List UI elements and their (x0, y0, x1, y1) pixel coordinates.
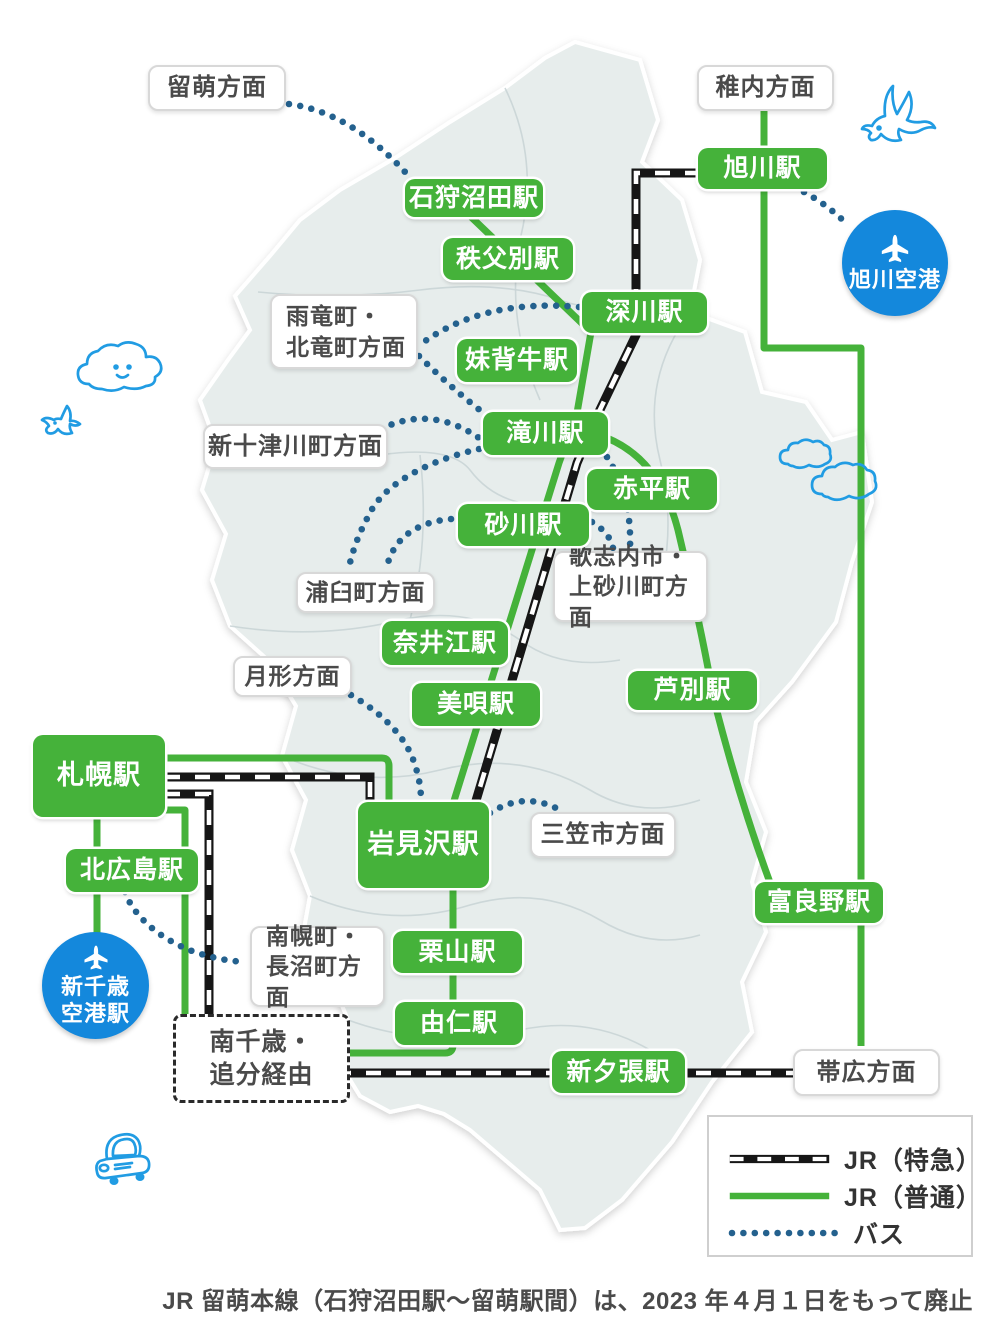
station-label: 北広島駅 (79, 856, 184, 884)
airport-label: 新千歳 空港駅 (60, 973, 130, 1026)
station-label: 美唄駅 (436, 690, 515, 718)
clouds-icon (778, 438, 878, 502)
direction-label: 三笠市方面 (540, 821, 666, 849)
bus-kitahiroshima-nanporo (121, 888, 251, 966)
station-label: 富良野駅 (766, 888, 871, 916)
direction-shintotsukawa: 新十津川町方面 (203, 424, 388, 469)
station-iwamizawa: 岩見沢駅 (358, 802, 489, 888)
jr-local-sapporo-iwamizawa (165, 754, 393, 804)
direction-label: 月形方面 (244, 663, 341, 690)
station-label: 滝川駅 (506, 419, 585, 447)
station-kitahiroshima: 北広島駅 (66, 849, 198, 892)
airport-label: 旭川空港 (848, 266, 941, 292)
bus-asahikawa-airport (800, 188, 853, 230)
station-label: 旭川駅 (723, 154, 802, 182)
express-line-sample-icon (729, 1154, 830, 1164)
station-furano: 富良野駅 (755, 882, 883, 923)
station-label: 深川駅 (605, 298, 684, 326)
legend-row-local: JR（普通） (727, 1178, 982, 1214)
airport-asahikawa: 旭川空港 (842, 210, 948, 316)
legend: JR（特急） JR（普通） バス (707, 1115, 982, 1257)
station-label: 新夕張駅 (566, 1057, 671, 1086)
direction-label: 歌志内市・ 上砂川町方面 (569, 542, 689, 630)
station-label: 奈井江駅 (392, 628, 497, 657)
bus-takikawa-urausu (345, 445, 483, 571)
jr-local-iwamizawa-kuriyama-yuni-oiwake (343, 886, 457, 1057)
station-ishikari-numata: 石狩沼田駅 (405, 179, 543, 217)
station-naie: 奈井江駅 (382, 621, 508, 665)
station-ashibetsu: 芦別駅 (628, 671, 757, 710)
station-kuriyama: 栗山駅 (393, 931, 522, 973)
station-shin-yubari: 新夕張駅 (552, 1051, 685, 1093)
bus-line-sample-icon (728, 1229, 841, 1237)
station-label: 秩父別駅 (455, 244, 560, 273)
station-chippubetsu: 秩父別駅 (443, 238, 573, 280)
car-icon (95, 1132, 151, 1185)
station-yuni: 由仁駅 (395, 1002, 523, 1045)
direction-tsukigata: 月形方面 (233, 656, 352, 697)
direction-wakkanai: 稚内方面 (697, 65, 834, 111)
direction-uryu-hokuryu: 雨竜町・ 北竜町方面 (270, 294, 418, 369)
direction-nanporo-naganuma: 南幌町・ 長沼町方面 (250, 923, 385, 1010)
legend-row-bus: バス (727, 1215, 905, 1251)
station-fukagawa: 深川駅 (582, 292, 707, 333)
bus-sunagawa-utashinai (588, 518, 617, 552)
bus-sunagawa-urausu (383, 515, 455, 570)
direction-mikasa: 三笠市方面 (530, 812, 676, 858)
bus-tsukigata-iwamizawa (347, 691, 425, 804)
route-note-label: 南千歳・ 追分経由 (209, 1027, 314, 1089)
airplane-icon (881, 234, 909, 262)
direction-label: 帯広方面 (816, 1058, 917, 1086)
bus-iwamizawa-mikasa (486, 797, 560, 817)
station-label: 妹背牛駅 (464, 346, 569, 374)
municipal-boundaries (215, 87, 701, 1051)
direction-label: 浦臼町方面 (305, 579, 426, 606)
legend-row-express: JR（特急） (727, 1141, 982, 1177)
bus-fukagawa-uryu (413, 302, 583, 351)
direction-urausu: 浦臼町方面 (296, 572, 435, 613)
small-bird-icon (40, 404, 82, 436)
station-sunagawa: 砂川駅 (458, 504, 589, 546)
direction-label: 新十津川町方面 (208, 432, 383, 460)
local-line-sample-icon (729, 1192, 830, 1200)
direction-label: 留萌方面 (167, 74, 267, 102)
cloud-face-icon (76, 341, 163, 392)
closure-note: JR 留萌本線（石狩沼田駅〜留萌駅間）は、2023 年４月１日をもって廃止 (162, 1288, 973, 1315)
direction-label: 雨竜町・ 北竜町方面 (286, 303, 406, 360)
station-sapporo: 札幌駅 (33, 735, 165, 817)
jr-local-sapporo-minamichitose (165, 806, 189, 1016)
station-akabira: 赤平駅 (587, 469, 717, 510)
station-label: 芦別駅 (653, 676, 732, 704)
direction-obihiro: 帯広方面 (793, 1049, 940, 1096)
bird-icon (860, 84, 937, 143)
station-asahikawa: 旭川駅 (698, 148, 827, 189)
station-takikawa: 滝川駅 (483, 412, 608, 455)
legend-local-label: JR（普通） (843, 1184, 982, 1212)
station-label: 岩見沢駅 (367, 829, 480, 860)
bus-uryu-takikawa (415, 352, 485, 415)
station-label: 石狩沼田駅 (408, 183, 539, 212)
station-label: 赤平駅 (612, 475, 691, 503)
route-note-via-minamichitose-oiwake: 南千歳・ 追分経由 (173, 1014, 350, 1103)
legend-bus-label: バス (853, 1221, 906, 1249)
jr-local-wakkanai-asahikawa-furano-obihiro (760, 107, 865, 1046)
airport-station-new-chitose: 新千歳 空港駅 (42, 932, 149, 1039)
direction-utashinai-kamisunagawa: 歌志内市・ 上砂川町方面 (553, 543, 708, 630)
station-label: 栗山駅 (418, 937, 497, 966)
legend-express-label: JR（特急） (843, 1147, 982, 1175)
station-label: 札幌駅 (57, 760, 141, 791)
airplane-icon (83, 945, 108, 970)
direction-label: 南幌町・ 長沼町方面 (266, 922, 362, 1010)
station-moseushi: 妹背牛駅 (457, 339, 577, 382)
direction-rumoi: 留萌方面 (148, 65, 286, 111)
station-bibai: 美唄駅 (412, 683, 540, 726)
station-label: 砂川駅 (484, 510, 563, 539)
bus-shintotsukawa-takikawa (377, 415, 486, 444)
bus-routes (121, 100, 853, 966)
bus-rumoi-ishikarinumata (285, 100, 410, 177)
station-label: 由仁駅 (419, 1009, 498, 1037)
direction-label: 稚内方面 (715, 74, 816, 102)
